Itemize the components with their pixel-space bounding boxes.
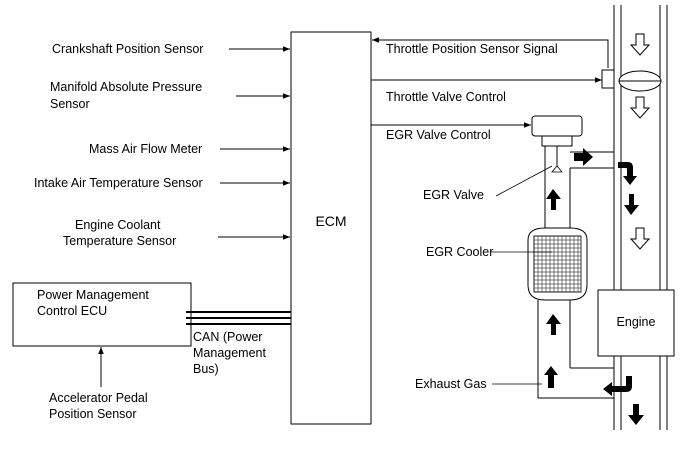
throttle-position-sensor-icon bbox=[601, 69, 615, 89]
ecm-label: ECM bbox=[315, 213, 346, 229]
egr-cooler-label: EGR Cooler bbox=[426, 245, 493, 259]
engine-box bbox=[597, 289, 675, 357]
intake-flow-arrow-3-icon bbox=[629, 227, 651, 250]
egr-cooler-in-arrow-icon bbox=[546, 314, 561, 335]
map-sensor-label-2: Sensor bbox=[50, 97, 90, 111]
engine-label: Engine bbox=[617, 315, 656, 329]
exhaust-split-arrow-icon bbox=[603, 376, 632, 396]
throttle-signal-line bbox=[372, 37, 609, 68]
intake-flow-arrow-1-icon bbox=[629, 33, 651, 56]
egr-valve-actuator-icon bbox=[531, 115, 583, 137]
egr-cooler-core-icon bbox=[533, 235, 582, 293]
egr-valve-head-icon bbox=[551, 165, 563, 173]
crankshaft-sensor-label: Crankshaft Position Sensor bbox=[52, 42, 203, 56]
egr-control-label: EGR Valve Control bbox=[386, 128, 491, 142]
accelerator-label-2: Position Sensor bbox=[49, 407, 137, 421]
egr-valve-label: EGR Valve bbox=[423, 188, 484, 202]
throttle-control-label: Throttle Valve Control bbox=[386, 90, 506, 104]
intake-flow-arrow-2-icon bbox=[629, 96, 651, 119]
ecm-box bbox=[290, 31, 372, 425]
mixed-flow-down-arrow-icon bbox=[624, 194, 639, 215]
egr-valve-leader bbox=[495, 165, 553, 197]
egr-flow-right-arrow-icon bbox=[574, 148, 593, 166]
egr-valve-body-icon bbox=[541, 135, 573, 147]
power-ecu-label-1: Power Management bbox=[37, 288, 149, 302]
throttle-signal-label: Throttle Position Sensor Signal bbox=[386, 42, 558, 56]
power-management-ecu-box bbox=[12, 282, 192, 347]
exhaust-up-turn-arrow-icon bbox=[544, 366, 558, 388]
egr-cooler-out-arrow-icon bbox=[546, 189, 561, 210]
iat-sensor-label: Intake Air Temperature Sensor bbox=[34, 176, 203, 190]
can-label-3: Bus) bbox=[193, 362, 219, 376]
map-sensor-label-1: Manifold Absolute Pressure bbox=[50, 80, 202, 94]
exhaust-gas-label: Exhaust Gas bbox=[415, 377, 487, 391]
can-label-1: CAN (Power bbox=[193, 330, 262, 344]
ect-sensor-label-2: Temperature Sensor bbox=[63, 234, 176, 248]
exhaust-out-arrow-icon bbox=[628, 404, 644, 425]
ect-sensor-label-1: Engine Coolant bbox=[75, 218, 161, 232]
can-label-2: Management bbox=[193, 346, 266, 360]
egr-flow-turn-arrow-icon bbox=[618, 162, 637, 185]
maf-label: Mass Air Flow Meter bbox=[89, 142, 202, 156]
power-ecu-label-2: Control ECU bbox=[37, 304, 107, 318]
accelerator-label-1: Accelerator Pedal bbox=[49, 391, 148, 405]
